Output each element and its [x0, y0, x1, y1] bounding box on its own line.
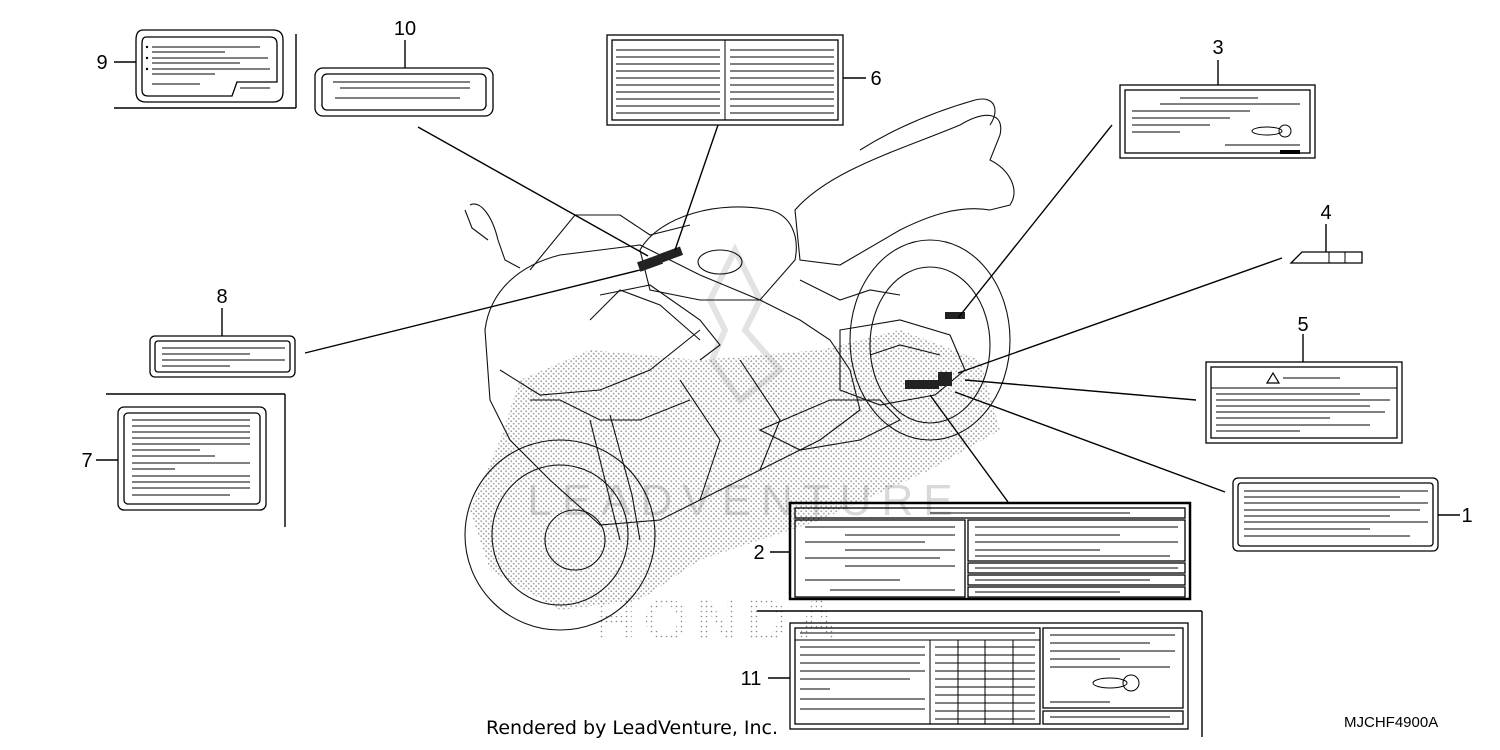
- label-11-graphic: [757, 610, 1203, 737]
- label-1-graphic: [954, 391, 1460, 552]
- callout-8: 8: [216, 286, 227, 308]
- callout-9: 9: [96, 52, 107, 74]
- label-4-graphic: [957, 224, 1363, 374]
- label-7-graphic: [96, 393, 286, 527]
- callout-3: 3: [1212, 37, 1223, 59]
- callout-2: 2: [753, 542, 764, 564]
- label-3-graphic: [957, 60, 1316, 319]
- callout-5: 5: [1297, 314, 1308, 336]
- rendered-by-credit: Rendered by LeadVenture, Inc.: [486, 717, 779, 739]
- diagram-code: MJCHF4900A: [1344, 714, 1439, 731]
- label-9-graphic: [114, 29, 297, 109]
- callout-1: 1: [1461, 505, 1472, 527]
- callout-numbers: 1 2 3 4 5 6 7 8 9 10 11: [81, 18, 1472, 690]
- label-6-graphic: [606, 34, 866, 251]
- callout-11: 11: [741, 668, 762, 690]
- callout-4: 4: [1320, 202, 1331, 224]
- label-8-graphic: [149, 269, 641, 378]
- label-2-graphic: [770, 394, 1192, 601]
- label-10-graphic: [314, 40, 649, 257]
- callout-7: 7: [81, 450, 92, 472]
- callout-6: 6: [870, 68, 881, 90]
- label-5-graphic: [964, 334, 1403, 444]
- motorcycle-illustration: [464, 98, 1015, 631]
- callout-10: 10: [394, 18, 416, 40]
